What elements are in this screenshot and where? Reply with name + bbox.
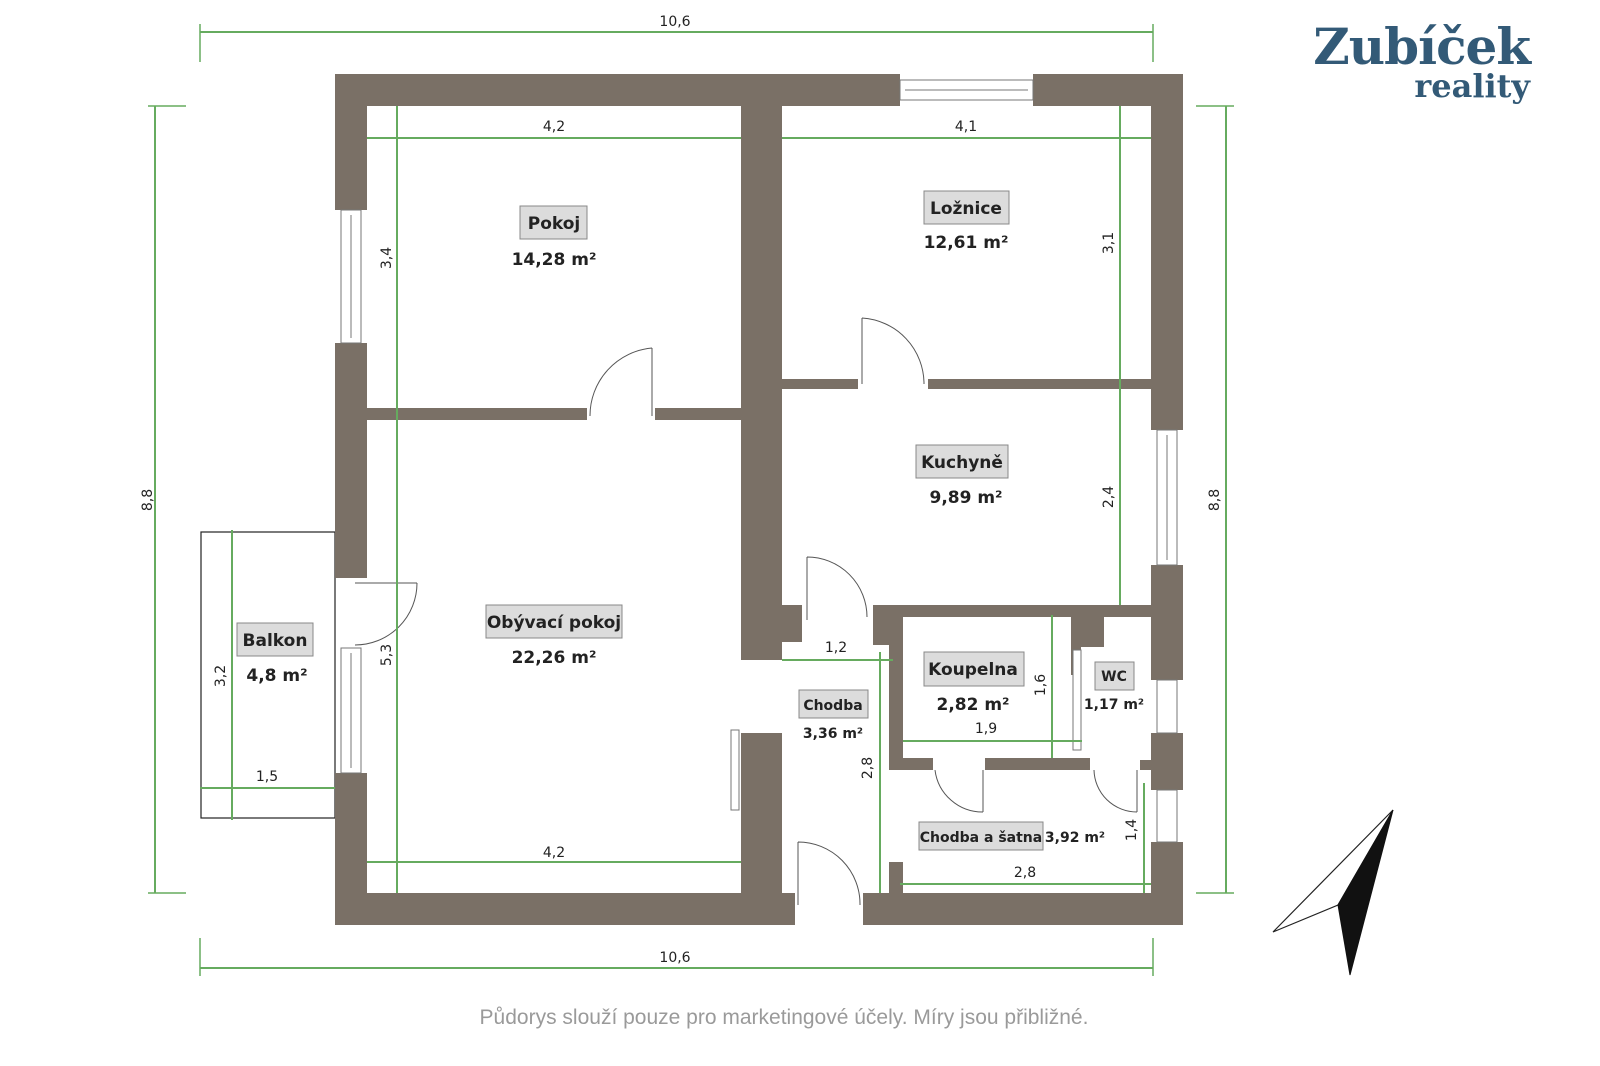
room-area: 3,36 m² [803,726,863,742]
room-loznice: Ložnice 12,61 m² [923,190,1010,253]
dim-overall-top: 10,6 [659,14,690,30]
dim-overall-right: 8,8 [1207,489,1223,511]
dim-pokoj-width: 4,2 [543,119,565,135]
dim-koupelna-width: 1,9 [975,721,997,737]
disclaimer: Půdorys slouží pouze pro marketingové úč… [479,1006,1089,1029]
room-koupelna: Koupelna 2,82 m² [923,651,1025,715]
room-area: 3,92 m² [1045,830,1105,846]
dim-chodba-height: 2,8 [860,757,876,779]
room-name: Balkon [243,631,308,651]
room-name: Koupelna [928,660,1018,680]
north-arrow-icon [1272,809,1394,976]
room-name: Obývací pokoj [487,613,621,633]
dimension-labels: 10,6 10,6 8,8 8,8 4,2 3,4 5,3 4,2 4,1 3,… [140,14,1223,966]
balcony-outline [200,531,336,819]
room-chodba: Chodba 3,36 m² [798,689,869,742]
dim-kuchyne-height: 2,4 [1101,486,1117,508]
room-wc: WC 1,17 m² [1084,661,1144,713]
room-area: 14,28 m² [512,250,597,270]
room-area: 12,61 m² [924,233,1009,253]
logo-name: Zubíček [1313,17,1531,76]
dim-koupelna-height: 1,6 [1033,674,1049,696]
dim-pokoj-height: 3,4 [379,247,395,269]
room-kuchyne: Kuchyně 9,89 m² [915,444,1009,508]
room-area: 9,89 m² [929,488,1002,508]
dim-obyvaci-height: 5,3 [379,644,395,666]
windows [340,79,1178,843]
room-balkon: Balkon 4,8 m² [236,622,314,686]
room-name: Ložnice [930,199,1002,219]
room-name: Kuchyně [921,453,1003,473]
dim-chodba-width: 1,2 [825,640,847,656]
room-area: 2,82 m² [936,695,1009,715]
dim-overall-left: 8,8 [140,489,156,511]
room-obyvaci-pokoj: Obývací pokoj 22,26 m² [485,604,623,668]
room-name: WC [1101,669,1127,685]
walls [335,74,1183,925]
logo-sub: reality [1414,67,1530,105]
room-name: Pokoj [528,214,581,234]
room-area: 4,8 m² [246,666,307,686]
dim-overall-bottom: 10,6 [659,950,690,966]
room-name: Chodba a šatna [920,830,1042,846]
room-area: 1,17 m² [1084,697,1144,713]
dim-loznice-height: 3,1 [1101,232,1117,254]
dim-obyvaci-width: 4,2 [543,845,565,861]
dim-balkon-height: 3,2 [213,665,229,687]
dim-loznice-width: 4,1 [955,119,977,135]
dimension-lines [148,24,1234,976]
dim-satna-width: 2,8 [1014,865,1036,881]
dim-satna-height: 1,4 [1124,819,1140,841]
room-name: Chodba [803,698,862,714]
dim-balkon-width: 1,5 [256,769,278,785]
doors [354,317,1138,906]
room-pokoj: Pokoj 14,28 m² [512,205,597,270]
logo: Zubíček reality [1313,17,1531,105]
room-chodba-a-satna: Chodba a šatna 3,92 m² [918,821,1105,851]
room-area: 22,26 m² [512,648,597,668]
